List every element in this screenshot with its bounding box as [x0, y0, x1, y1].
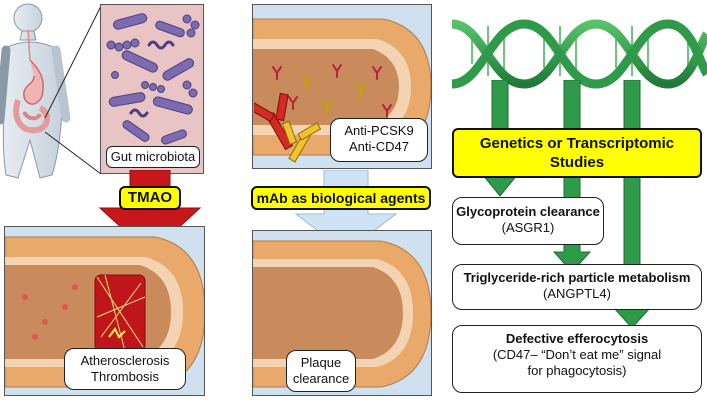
atherosclerosis-text: Atherosclerosis	[80, 353, 170, 368]
dna-double-helix-illustration	[452, 19, 707, 89]
antibody-icons	[254, 92, 322, 163]
zoom-connector-lines	[44, 5, 102, 175]
phagocytosis-text: for phagocytosis)	[527, 363, 627, 378]
asgr1-text: (ASGR1)	[501, 220, 555, 235]
plaque-clearance-label: Plaque clearance	[286, 350, 356, 392]
angptl4-text: (ANGPTL4)	[543, 286, 611, 301]
triglyceride-metabolism-title: Triglyceride-rich particle metabolism	[463, 270, 691, 285]
glycoprotein-clearance-title: Glycoprotein clearance	[456, 204, 600, 219]
anti-pcsk9-text: Anti-PCSK9	[344, 123, 414, 138]
tmao-label: TMAO	[119, 186, 181, 210]
genetics-header-line2: Studies	[549, 154, 605, 171]
anti-cd47-text: Anti-CD47	[349, 139, 409, 154]
gut-microbiota-panel	[100, 4, 204, 174]
thrombosis-text: Thrombosis	[91, 369, 159, 384]
glycoprotein-clearance-box: Glycoprotein clearance (ASGR1)	[452, 197, 604, 245]
mab-biological-agents-label: mAb as biological agents	[251, 186, 431, 210]
defective-efferocytosis-title: Defective efferocytosis	[505, 331, 649, 346]
plaque-clearance-artery-panel	[252, 230, 432, 396]
human-figure-illustration	[0, 3, 71, 179]
atherosclerosis-thrombosis-label: Atherosclerosis Thrombosis	[64, 348, 186, 390]
bacteria-illustration	[106, 13, 200, 145]
plaque-text: Plaque	[300, 355, 342, 370]
anti-pcsk9-cd47-label: Anti-PCSK9 Anti-CD47	[330, 118, 428, 162]
triglyceride-metabolism-box: Triglyceride-rich particle metabolism (A…	[452, 264, 702, 310]
gut-microbiota-label: Gut microbiota	[106, 146, 200, 168]
cd47-signal-text: (CD47– “Don’t eat me” signal	[492, 347, 662, 362]
genetics-transcriptomic-studies-header: Genetics or Transcriptomic Studies	[452, 128, 702, 178]
genetics-header-line1: Genetics or Transcriptomic	[479, 135, 675, 152]
defective-efferocytosis-box: Defective efferocytosis (CD47– “Don’t ea…	[452, 325, 702, 393]
clearance-text: clearance	[292, 371, 350, 386]
